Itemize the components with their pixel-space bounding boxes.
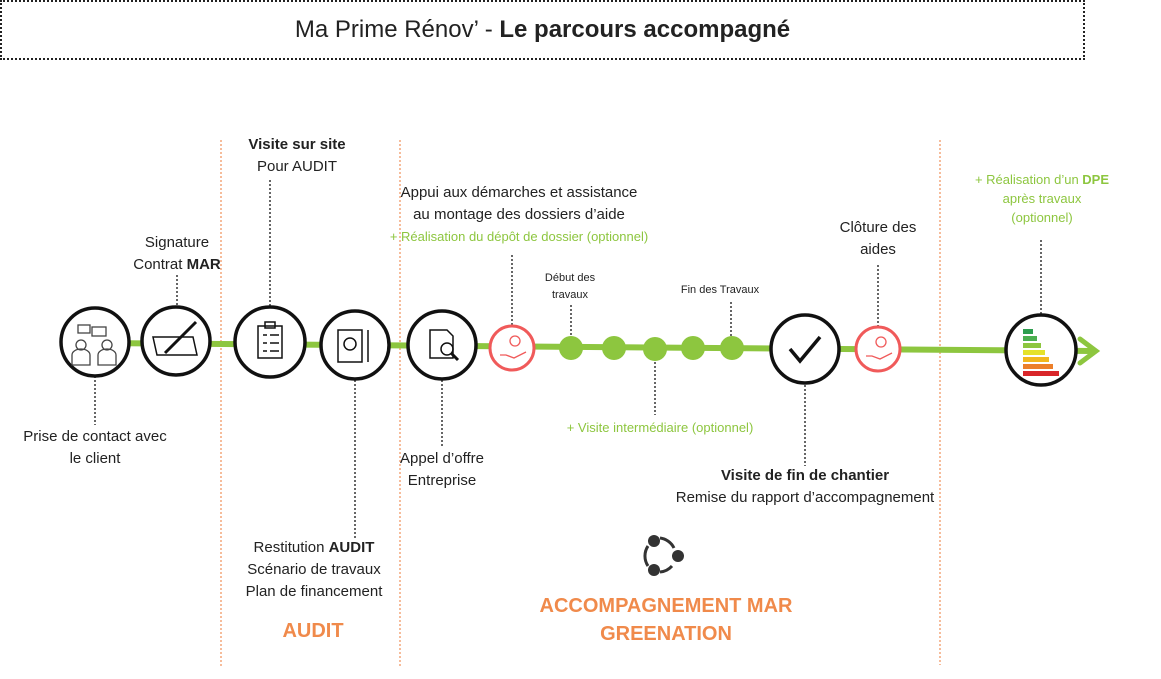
- contact-icon: [59, 306, 131, 378]
- progress-dots: [559, 336, 744, 361]
- title-box: Ma Prime Rénov’ - Le parcours accompagné: [0, 0, 1085, 60]
- checkmark-icon: [769, 313, 841, 385]
- section-audit-label: AUDIT: [282, 620, 344, 642]
- clipboard-icon: [233, 305, 307, 379]
- connectors: [94, 180, 1042, 540]
- title-bold: Le parcours accompagné: [499, 16, 791, 43]
- step-intermediaire-label: + Visite intermédiaire (optionnel): [566, 420, 754, 435]
- audit-lightbulb-icon: [319, 309, 391, 381]
- cycle-icon: [643, 535, 684, 576]
- step-fin-label: Fin des Travaux: [680, 284, 760, 296]
- title-regular: Ma Prime Rénov’ -: [294, 16, 500, 43]
- money-hand-icon: [854, 325, 902, 373]
- energy-bars: [1023, 329, 1059, 376]
- section-dividers: [220, 140, 941, 668]
- money-hand-icon: [488, 324, 536, 372]
- arrow-head-icon: [1077, 336, 1101, 366]
